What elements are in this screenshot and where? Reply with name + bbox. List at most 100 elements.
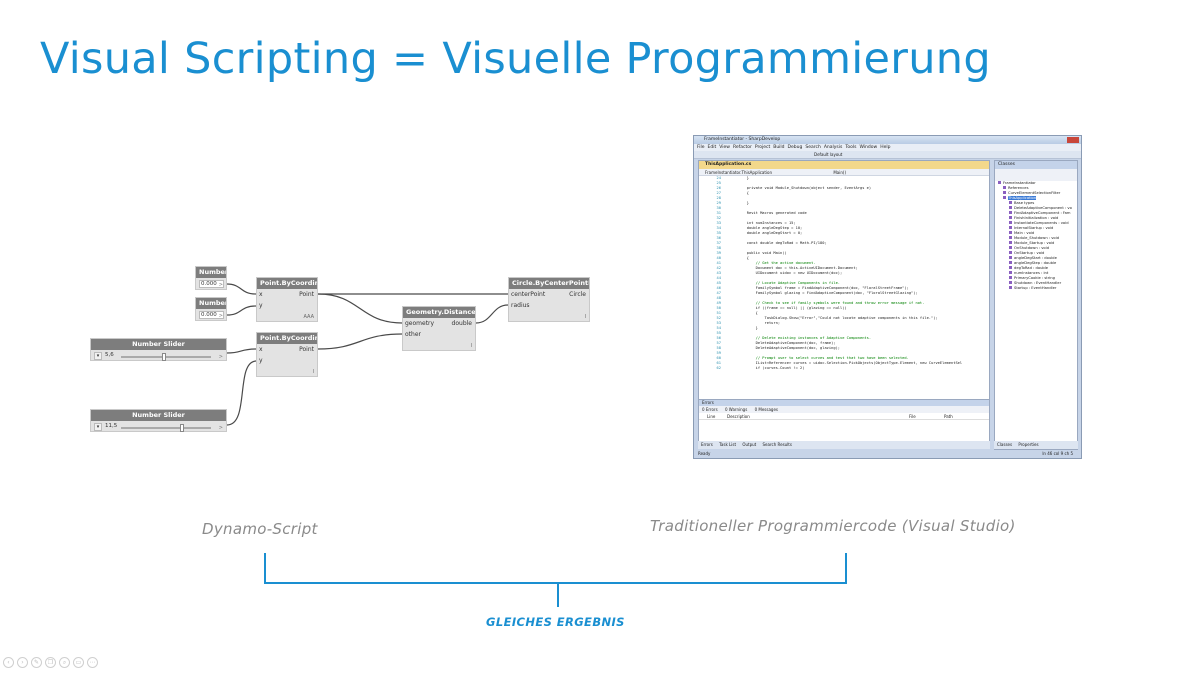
tree-item[interactable]: angleDegStart : double [995,256,1077,261]
number-slider-node-1[interactable]: Number Slider ▾ 5,6 > [90,338,227,361]
errors-filter[interactable]: 0 Errors [702,407,718,412]
tree-item[interactable]: Base types [995,201,1077,206]
tree-item[interactable]: FindAdaptiveComponent : Fam [995,211,1077,216]
tree-item[interactable]: InternalStartup : void [995,226,1077,231]
close-icon[interactable] [1067,137,1079,143]
tree-item[interactable]: degToRad : double [995,266,1077,271]
column-file[interactable]: File [909,414,916,419]
tree-item[interactable]: CurveElementSelectionFilter [995,191,1077,196]
menu-item-refactor[interactable]: Refactor [732,145,752,150]
tab-properties[interactable]: Properties [1018,442,1039,447]
slider-track[interactable] [121,427,211,429]
number-slider-node-2[interactable]: Number Slider ▾ 11,5 > [90,409,227,432]
input-port-x[interactable]: x [259,346,263,353]
number-node-2[interactable]: Number 0.000 > [195,297,227,321]
input-port-y[interactable]: y [259,357,263,364]
tree-item[interactable]: angleDegStep : double [995,261,1077,266]
tab-thisapplication[interactable]: ThisApplication.cs [699,161,989,169]
menu-item-tools[interactable]: Tools [845,145,857,150]
class-dropdown[interactable]: FrameInstantiator.ThisApplication [705,170,773,175]
input-port-y[interactable]: y [259,302,263,309]
screen-icon[interactable]: ▭ [73,657,84,668]
menu-item-view[interactable]: View [719,145,730,150]
warnings-filter[interactable]: 0 Warnings [724,407,748,412]
input-port-centerpoint[interactable]: centerPoint [511,291,546,298]
wire-point2-distance [317,333,403,350]
input-port-radius[interactable]: radius [511,302,530,309]
menu-item-window[interactable]: Window [859,145,878,150]
tree-item[interactable]: Module_Shutdown : void [995,236,1077,241]
chevron-down-icon[interactable]: ▾ [94,423,102,431]
code-text: // Check to see if family symbols were f… [729,301,925,305]
tree-item[interactable]: ThisApplication [995,196,1077,201]
number-input[interactable]: 0.000 [199,311,224,319]
menu-item-analysis[interactable]: Analysis [823,145,843,150]
output-port-double[interactable]: double [451,320,472,327]
line-number: 32 [716,216,721,220]
column-description[interactable]: Description [727,414,750,419]
tab-errors[interactable]: Errors [701,442,713,447]
menu-item-debug[interactable]: Debug [787,145,803,150]
member-dropdown[interactable]: Main() [833,170,846,175]
tree-item[interactable]: Shutdown : EventHandler [995,281,1077,286]
line-number: 43 [716,271,721,275]
code-line: 55 [699,331,989,336]
tree-item[interactable]: Startup : EventHandler [995,286,1077,291]
tree-item[interactable]: OnShutdown : void [995,246,1077,251]
tree-item[interactable]: FinishInitialization : void [995,216,1077,221]
column-path[interactable]: Path [944,414,953,419]
slider-thumb[interactable] [180,424,185,432]
output-port-point[interactable]: Point [299,346,314,353]
more-icon[interactable]: ⋯ [87,657,98,668]
tree-item[interactable]: FrameInstantiator [995,181,1077,186]
messages-filter[interactable]: 0 Messages [754,407,779,412]
menu-item-build[interactable]: Build [773,145,785,150]
tree-item[interactable]: numInstances : int [995,271,1077,276]
number-input[interactable]: 0.000 [199,280,224,288]
copy-icon[interactable]: ❐ [45,657,56,668]
tree-item[interactable]: DeleteAdaptiveComponent : vo [995,206,1077,211]
prev-icon[interactable]: ‹ [3,657,14,668]
tree-item[interactable]: Module_Startup : void [995,241,1077,246]
column-line[interactable]: Line [707,414,716,419]
tree-item[interactable]: OnStartup : void [995,251,1077,256]
point-bycoordinates-node-1[interactable]: Point.ByCoordinates x Point y AAA [256,277,318,322]
pen-icon[interactable]: ✎ [31,657,42,668]
zoom-icon[interactable]: ⌕ [59,657,70,668]
menu-item-project[interactable]: Project [754,145,771,150]
menu-item-file[interactable]: File [697,145,705,150]
menu-item-search[interactable]: Search [805,145,821,150]
number-node-1[interactable]: Number 0.000 > [195,266,227,290]
input-port-other[interactable]: other [405,331,421,338]
tab-classes[interactable]: Classes [997,442,1013,447]
chevron-down-icon[interactable]: ▾ [94,352,102,360]
tree-item[interactable]: Main : void [995,231,1077,236]
code-line: 43 UIDocument uidoc = new UIDocument(doc… [699,271,989,276]
geometry-distanceto-node[interactable]: Geometry.DistanceTo geometry double othe… [402,306,476,351]
member-icon [1009,231,1012,234]
output-port-point[interactable]: Point [299,291,314,298]
output-port-circle[interactable]: Circle [569,291,586,298]
input-port-geometry[interactable]: geometry [405,320,435,327]
code-text: } [729,176,749,180]
tab-search-results[interactable]: Search Results [762,442,792,447]
circle-bycenterpointradius-node[interactable]: Circle.ByCenterPointRadius centerPoint C… [508,277,590,322]
errors-pane-title: Errors [699,400,989,406]
tree-item[interactable]: InstantiateComponents : void [995,221,1077,226]
layout-select[interactable]: Default layout [814,152,843,157]
next-icon[interactable]: › [17,657,28,668]
menu-item-edit[interactable]: Edit [707,145,717,150]
tab-output[interactable]: Output [742,442,757,447]
code-text: FamilySymbol frame = FindAdaptiveCompone… [729,286,909,290]
tab-task-list[interactable]: Task List [719,442,737,447]
input-port-x[interactable]: x [259,291,263,298]
menu-item-help[interactable]: Help [880,145,891,150]
point-bycoordinates-node-2[interactable]: Point.ByCoordinates x Point y l [256,332,318,377]
tree-item[interactable]: References [995,186,1077,191]
slider-thumb[interactable] [162,353,167,361]
tree-item[interactable]: PrimaryCookie : string [995,276,1077,281]
code-line: 40 { [699,256,989,261]
